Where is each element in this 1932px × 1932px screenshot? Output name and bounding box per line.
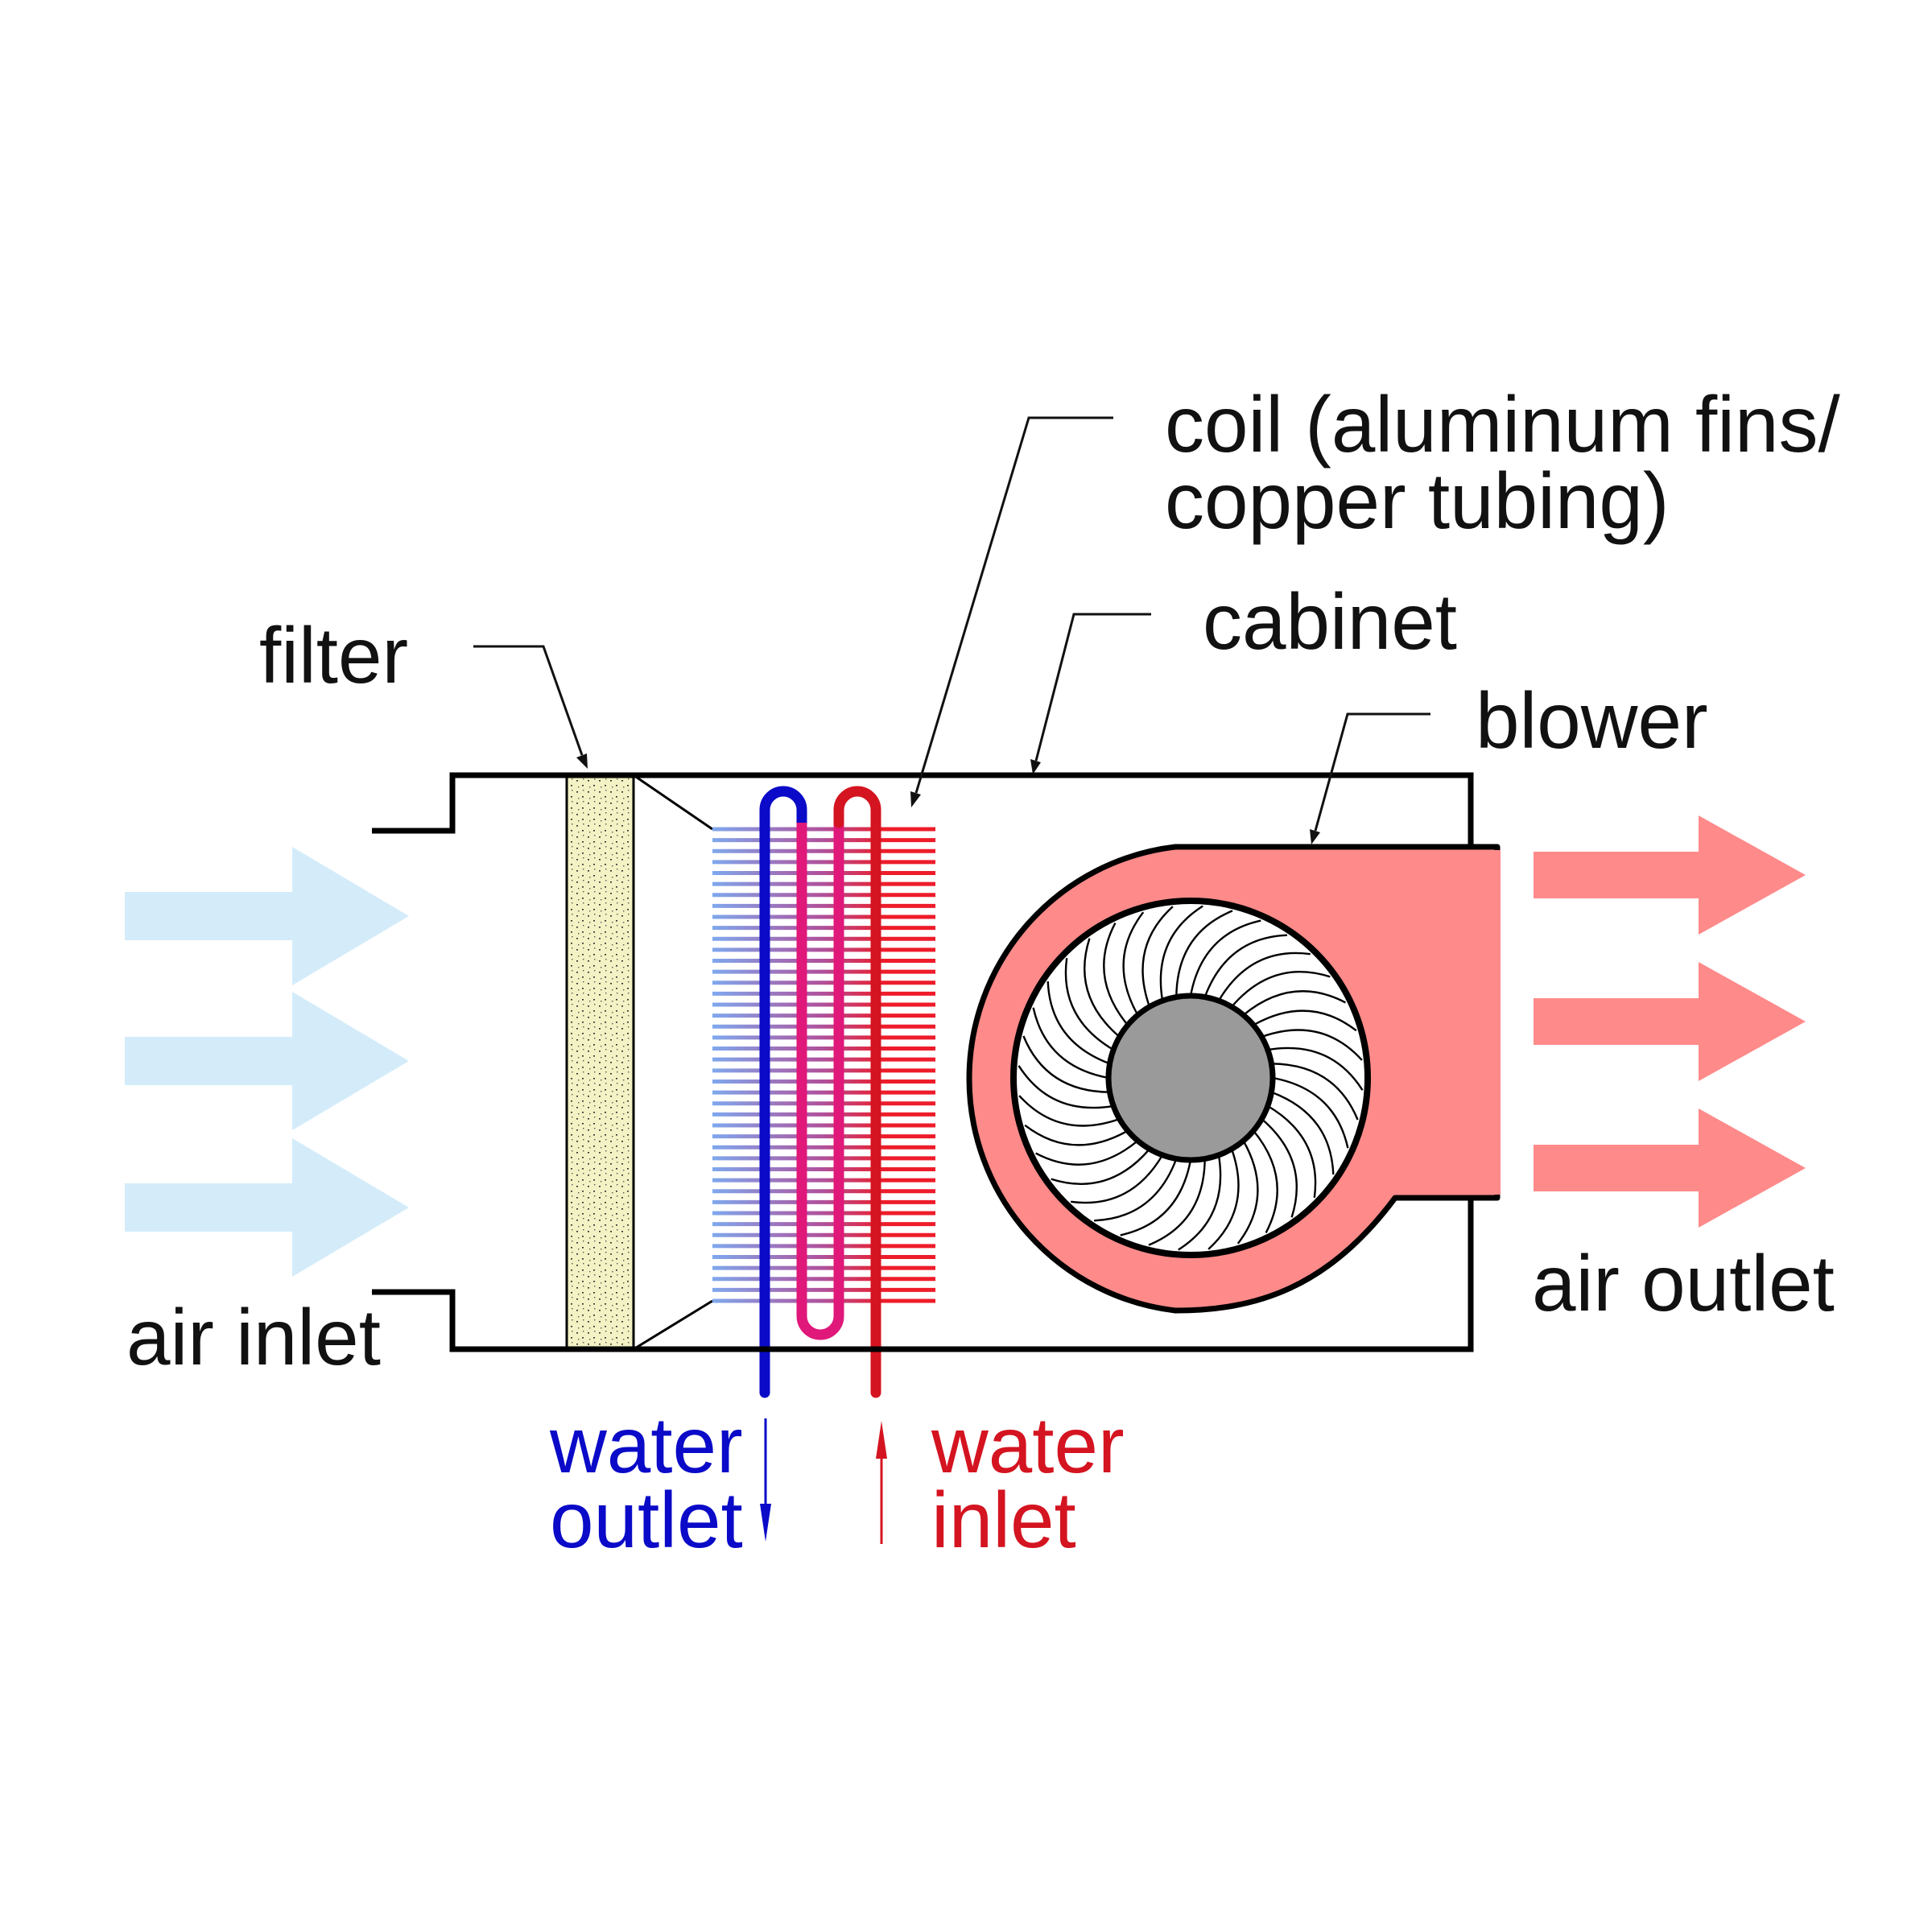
fan-blade (1189, 919, 1261, 997)
fan-blade (1120, 1159, 1192, 1236)
cabinet-leader (1034, 613, 1151, 762)
outlet-air-arrow-3 (1534, 1108, 1806, 1228)
fan-blade (1208, 1148, 1240, 1250)
water-tube-magenta-bend (796, 823, 844, 1340)
fan-blade (1018, 1095, 1121, 1127)
fan-blade (1122, 911, 1145, 1016)
fan-blade (1261, 1029, 1363, 1061)
fan-blade (1267, 1104, 1317, 1198)
blower-leader-head (1310, 829, 1320, 844)
water-outlet-label-line2: outlet (550, 1476, 743, 1564)
fan-blade (1178, 1154, 1222, 1251)
fan-blade (1051, 1148, 1150, 1185)
motor-hub (1105, 993, 1276, 1163)
fan-blade (1271, 1091, 1335, 1174)
air-inlet-label: air inlet (126, 1293, 381, 1381)
fan-blade (1141, 906, 1174, 1008)
water-tube-red (833, 786, 881, 1398)
fan-blade (1094, 1158, 1178, 1222)
fan-blade (1272, 1076, 1349, 1149)
fan-blade (1084, 938, 1121, 1038)
fan-blade (1103, 923, 1129, 1026)
coil-label-line2: copper tubing) (1165, 456, 1670, 545)
fan-blade (1242, 990, 1346, 1016)
air-outlet-label: air outlet (1532, 1239, 1835, 1327)
inlet-air-arrow-1 (125, 847, 409, 985)
fan-blade (1236, 1140, 1259, 1245)
coil-leader (914, 416, 1113, 794)
fan-blade (1253, 1129, 1278, 1233)
fan-blade (1018, 1065, 1114, 1109)
filter-leader-head (576, 753, 588, 769)
inlet-air-arrows (125, 847, 409, 1277)
fan-blade (1159, 905, 1203, 1001)
inlet-air-arrow-2 (125, 992, 409, 1130)
inlet-air-arrow-3 (125, 1138, 409, 1277)
fan-blade (1217, 952, 1311, 1001)
blower-leader (1314, 712, 1430, 832)
fan-blade (1022, 1035, 1110, 1093)
outlet-air-arrow-2 (1534, 962, 1806, 1081)
water-inlet-arrow (876, 1421, 887, 1544)
fan-blade (1203, 934, 1287, 997)
fan-blade (1175, 910, 1233, 997)
water-outlet-arrow (760, 1418, 771, 1542)
cabinet-label: cabinet (1203, 577, 1457, 666)
fan-blade (1267, 1046, 1364, 1091)
cabinet (372, 772, 1474, 1352)
leader-lines (473, 416, 1430, 844)
filter-label: filter (259, 611, 408, 700)
outlet-air-arrows (1534, 815, 1806, 1228)
fan-blade (1261, 1118, 1298, 1218)
fan-blade (1071, 1154, 1164, 1204)
fan-blade (1032, 1007, 1109, 1080)
cabinet-lower-outline (372, 1198, 1474, 1352)
fan-blade (1253, 1009, 1357, 1032)
coil-leader-head (910, 791, 921, 807)
coil-label-line1: coil (aluminum fins/ (1165, 380, 1840, 469)
fan-blade (1148, 1158, 1206, 1246)
fan-blade (1064, 958, 1114, 1051)
fan-blade (1046, 981, 1110, 1065)
fan-blades (1018, 905, 1364, 1251)
water-inlet-label-line2: inlet (931, 1476, 1076, 1564)
fan-blade (1271, 1063, 1359, 1121)
fan-blade (1231, 971, 1331, 1008)
water-inlet-label-line1: water (931, 1401, 1125, 1489)
coil-fins (712, 827, 935, 1303)
fan-blade (1035, 1140, 1139, 1166)
transition-line-top (633, 774, 713, 831)
blower-label: blower (1476, 676, 1708, 765)
outlet-air-arrow-1 (1534, 815, 1806, 935)
fan-blade (1024, 1124, 1129, 1146)
cabinet-upper-outline (372, 772, 1474, 847)
filter-media (565, 774, 635, 1351)
transition-line-bottom (633, 1299, 713, 1351)
water-outlet-label-line1: water (549, 1401, 743, 1489)
filter-leader (473, 645, 584, 756)
cabinet-leader-head (1030, 759, 1041, 774)
water-tube-blue (759, 786, 807, 1398)
